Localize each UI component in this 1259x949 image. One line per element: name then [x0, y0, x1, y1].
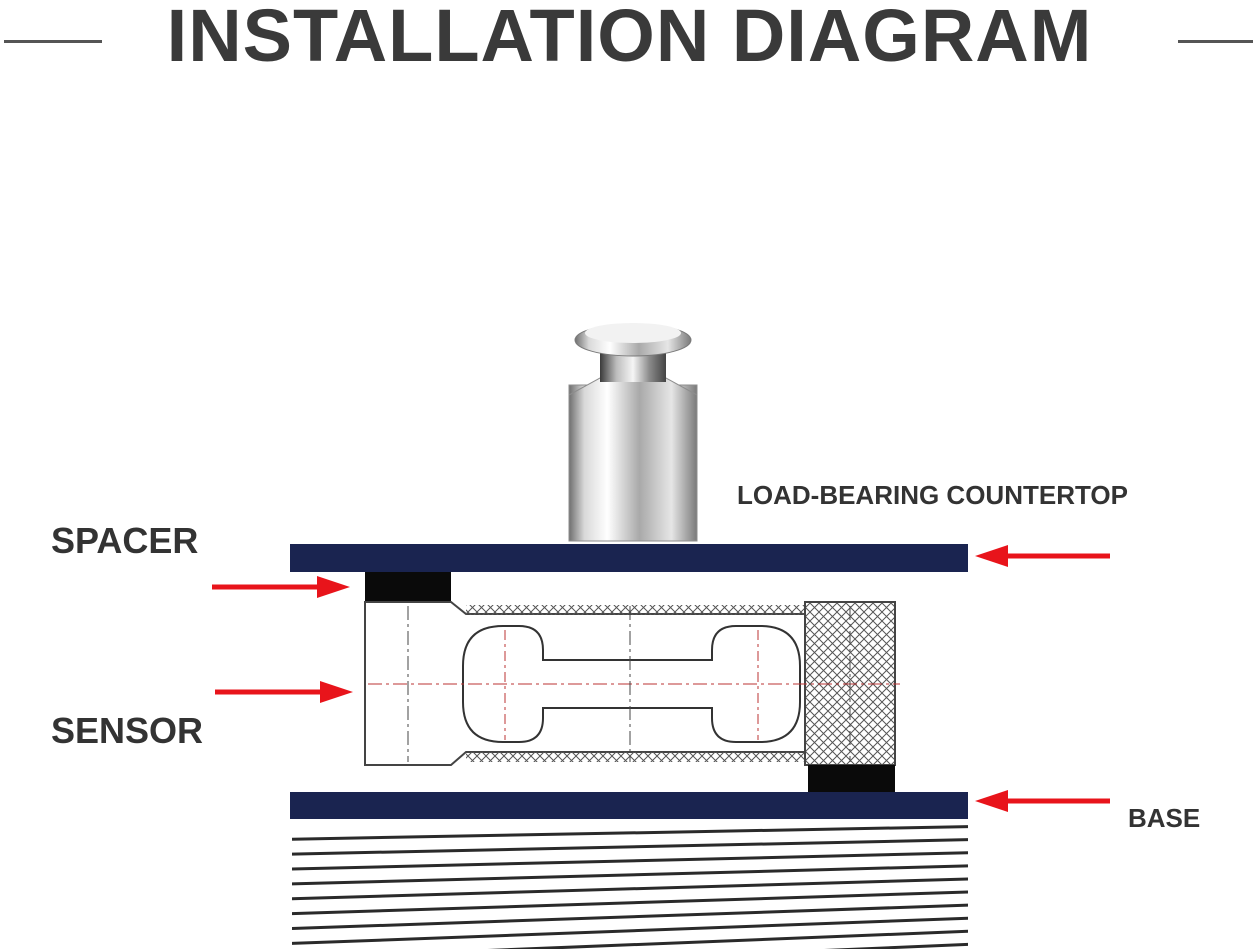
- label-base: BASE: [1128, 803, 1201, 833]
- arrow-base: [975, 790, 1110, 812]
- arrow-countertop: [975, 545, 1110, 567]
- title-rule-left: [4, 40, 102, 43]
- label-spacer: SPACER: [51, 520, 199, 561]
- spacer-block-bottom: [808, 765, 895, 792]
- calibration-weight: [568, 323, 698, 542]
- spacer-block-top: [365, 572, 451, 602]
- title-rule-right: [1178, 40, 1253, 43]
- ground-hatch: [292, 825, 968, 949]
- load-cell-sensor: [364, 601, 900, 766]
- base-plate: [290, 792, 968, 819]
- page-title: INSTALLATION DIAGRAM: [166, 0, 1093, 77]
- arrow-sensor: [215, 681, 353, 703]
- label-sensor: SENSOR: [51, 710, 204, 751]
- arrow-spacer: [212, 576, 350, 598]
- label-load-bearing-countertop: LOAD-BEARING COUNTERTOP: [737, 480, 1128, 510]
- countertop-plate: [290, 544, 968, 572]
